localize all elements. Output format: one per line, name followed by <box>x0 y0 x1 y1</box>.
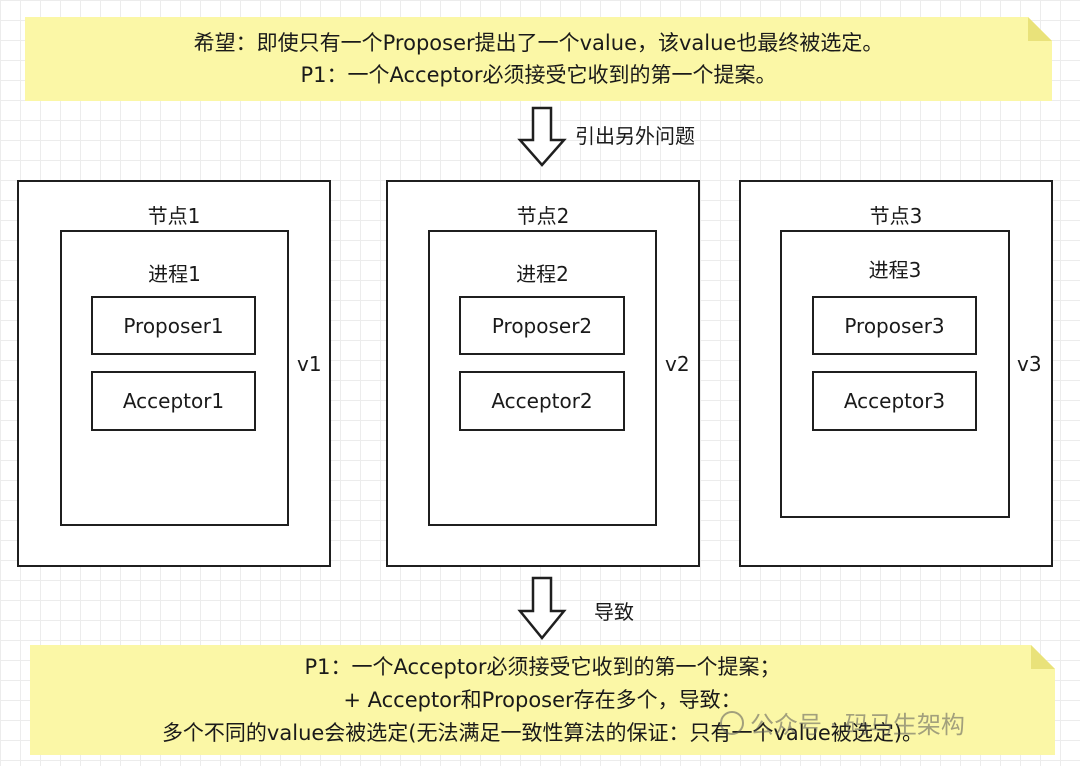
bottom-note: P1：一个Acceptor必须接受它收到的第一个提案； + Acceptor和P… <box>30 645 1055 755</box>
acceptor-1-box: Acceptor1 <box>91 371 256 431</box>
value-label-v3: v3 <box>1016 352 1043 376</box>
node-2-title: 节点2 <box>516 204 570 228</box>
top-note: 希望：即使只有一个Proposer提出了一个value，该value也最终被选定… <box>25 17 1052 101</box>
acceptor-3-box: Acceptor3 <box>812 371 977 431</box>
arrow-label-introduce: 引出另外问题 <box>575 124 695 148</box>
node-1-title: 节点1 <box>147 204 201 228</box>
bottom-note-line2: + Acceptor和Proposer存在多个，导致： <box>343 687 742 712</box>
arrow-label-result: 导致 <box>594 600 634 624</box>
proposer-1-box: Proposer1 <box>91 296 256 355</box>
wechat-logo-icon <box>720 710 744 735</box>
top-note-line2: P1：一个Acceptor必须接受它收到的第一个提案。 <box>300 63 777 87</box>
bottom-note-line1: P1：一个Acceptor必须接受它收到的第一个提案； <box>304 654 781 679</box>
proposer-2-box: Proposer2 <box>459 296 625 355</box>
watermark-text: 公众号 · 码马生架构 <box>750 711 965 739</box>
note-fold-corner <box>1031 645 1055 669</box>
top-note-line1: 希望：即使只有一个Proposer提出了一个value，该value也最终被选定… <box>193 31 884 55</box>
top-down-arrow <box>517 106 567 167</box>
node-3-title: 节点3 <box>869 204 923 228</box>
process-3-title: 进程3 <box>868 258 922 282</box>
note-fold-corner <box>1028 17 1052 41</box>
value-label-v2: v2 <box>664 352 691 376</box>
value-label-v1: v1 <box>296 352 323 376</box>
bottom-down-arrow <box>517 576 567 640</box>
acceptor-2-box: Acceptor2 <box>459 371 625 431</box>
process-2-title: 进程2 <box>516 262 569 286</box>
proposer-3-box: Proposer3 <box>812 296 977 355</box>
bottom-note-line3: 多个不同的value会被选定(无法满足一致性算法的保证：只有一个value被选定… <box>161 720 924 745</box>
process-1-title: 进程1 <box>148 262 201 286</box>
watermark: 公众号 · 码马生架构 <box>720 705 965 740</box>
